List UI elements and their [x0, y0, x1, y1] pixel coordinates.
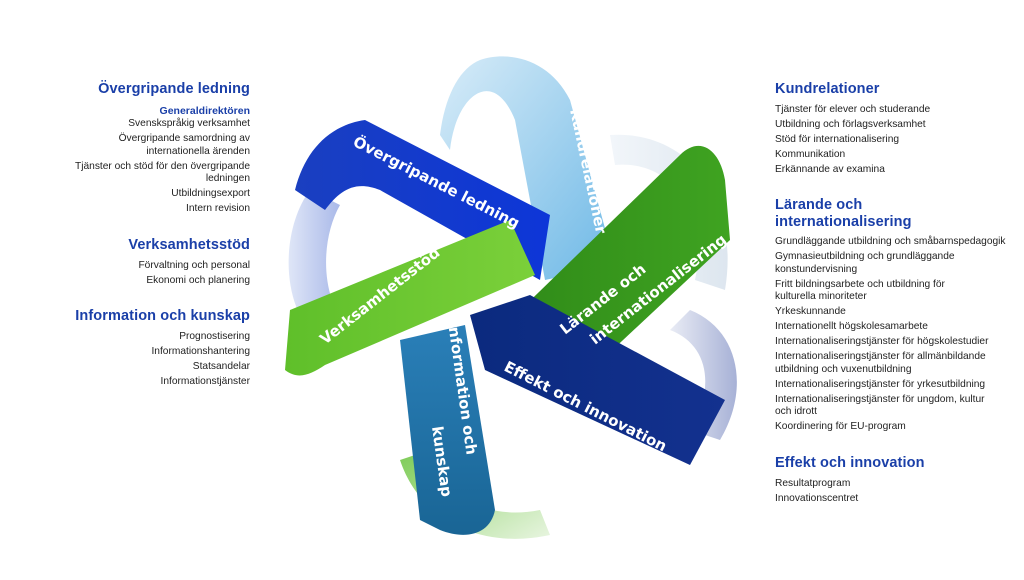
list-item: Statsandelar [192, 361, 250, 372]
list-item: Utbildning och förlagsverksamhet [775, 119, 926, 130]
heading-effekt-och-innovation: Effekt och innovation [775, 455, 925, 471]
list-item: Informationstjänster [160, 376, 250, 387]
list-item: Erkännande av examina [775, 164, 885, 175]
block-information-och-kunskap: Information och kunskap Prognostisering … [0, 308, 250, 391]
block-larande-och-internationalisering: Lärande och internationalisering [775, 197, 945, 237]
list-item: Intern revision [186, 203, 250, 214]
list-item: Utbildningsexport [171, 188, 250, 199]
list-item: Tjänster för elever och studerande [775, 104, 931, 115]
ribbon-kundrelationer [440, 56, 615, 280]
list-item: Internationaliseringstjänster för ungdom… [775, 393, 985, 418]
list-item: Internationellt högskolesamarbete [775, 321, 928, 332]
list-item: Tjänster och stöd för den övergripande l… [75, 160, 250, 185]
ribbon-effekt-och-innovation [470, 295, 725, 465]
list-item: Internationaliseringstjänster för allmän… [775, 351, 986, 375]
ribbon-information-och-kunskap [400, 325, 495, 535]
list-item: Grundläggande utbildning och småbarnsped… [775, 236, 1006, 247]
list-item: Prognostisering [179, 331, 250, 342]
list-item: Internationaliseringstjänster för yrkesu… [775, 378, 986, 390]
list-item: Kommunikation [775, 149, 846, 160]
ribbon-back-left [288, 190, 350, 340]
block-verksamhetsstod: Verksamhetsstöd Förvaltning och personal… [0, 237, 250, 290]
list-item: Fritt bildningsarbete och utbildning för… [775, 278, 945, 303]
list-item: Gymnasieutbildning och grundläggande kon… [775, 251, 955, 275]
heading-information-och-kunskap: Information och kunskap [75, 308, 250, 324]
list-item: Svenskspråkig verksamhet [128, 118, 250, 129]
list-item: Förvaltning och personal [138, 260, 250, 271]
heading-kundrelationer: Kundrelationer [775, 81, 880, 97]
block-kundrelationer: Kundrelationer Tjänster för elever och s… [775, 81, 1024, 179]
block-effekt-och-innovation: Effekt och innovation Resultatprogram In… [775, 455, 1024, 508]
heading-overgripande-ledning: Övergripande ledning [98, 81, 250, 97]
ribbon-verksamhetsstod [285, 220, 535, 376]
list-item: Informationshantering [151, 346, 250, 357]
ribbon-diagram: Övergripande ledning Kundrelationer Lära… [285, 56, 737, 539]
subheading-generaldirektoren: Generaldirektören [159, 105, 250, 117]
list-item: Koordinering för EU-program [775, 421, 906, 432]
list-item: Stöd för internationalisering [775, 134, 900, 145]
list-item: Internationaliseringstjänster för högsko… [775, 336, 989, 347]
list-item: Yrkeskunnande [775, 306, 846, 317]
heading-larande-och-internationalisering: Lärande och internationalisering [775, 197, 912, 230]
list-item: Resultatprogram [775, 478, 851, 489]
block-overgripande-ledning: Övergripande ledning Generaldirektören S… [0, 81, 250, 218]
list-item: Innovationscentret [775, 493, 859, 504]
list-item: Övergripande samordning av internationel… [118, 133, 250, 157]
list-item: Ekonomi och planering [146, 275, 250, 286]
list-larande-och-internationalisering: Grundläggande utbildning och småbarnsped… [775, 236, 1024, 436]
heading-verksamhetsstod: Verksamhetsstöd [128, 237, 250, 253]
